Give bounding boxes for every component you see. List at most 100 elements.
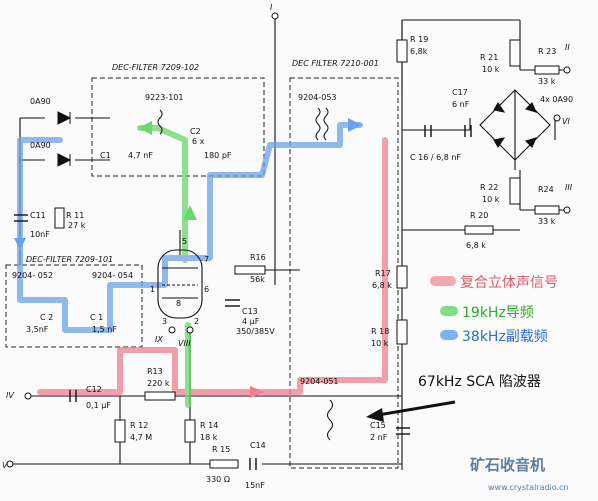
label-pin-1: 1	[150, 285, 155, 294]
label-oa90-bridge: 4x 0A90	[540, 95, 573, 104]
legend: 复合立体声信号 19kHz导频 38kHz副载频	[430, 274, 558, 345]
label-r20-val: 6,8 k	[466, 241, 486, 250]
r19-body	[396, 39, 408, 63]
path-19khz-pilot	[137, 125, 188, 263]
label-r22: R 22	[480, 183, 498, 192]
label-c16-val: C 16 / 6,8 nF	[410, 153, 461, 162]
label-c17: C17	[452, 88, 468, 97]
label-r21: R 21	[480, 53, 498, 62]
legend-label-pilot: 19kHz导频	[462, 305, 534, 321]
r21-body	[509, 39, 521, 67]
label-module-9204-053: 9204-053	[298, 93, 337, 102]
label-r18-val: 10 k	[371, 339, 389, 348]
coil-9204-053	[315, 107, 321, 141]
label-c12: C12	[86, 385, 102, 394]
label-c2: C2	[190, 127, 201, 136]
r15-body	[209, 459, 239, 469]
label-r19: R 19	[410, 35, 428, 44]
r16-body	[234, 265, 266, 275]
label-top-terminal: I	[270, 3, 273, 12]
label-c17-val: 6 nF	[452, 100, 470, 109]
label-c1: C1	[100, 151, 111, 160]
label-c1b: C 1	[90, 313, 103, 322]
sca-pointer-arrow	[366, 400, 456, 422]
terminal-vi-right	[553, 114, 561, 122]
label-module-9204-054: 9204- 054	[92, 271, 133, 280]
r20-body	[464, 225, 494, 235]
label-r14-val: 18 k	[200, 433, 218, 442]
label-dec-filter-102: DEC-FILTER 7209-102	[112, 63, 199, 72]
label-r15: R 15	[212, 445, 230, 454]
watermark: 矿石收音机 www.crystalradio.cn	[470, 456, 569, 492]
label-c2b-val: 3,5nF	[26, 325, 49, 334]
label-c15: C15	[370, 421, 386, 430]
label-c14-val: 15nF	[245, 481, 265, 490]
label-c2b: C 2	[40, 313, 53, 322]
label-r14: R 14	[200, 421, 218, 430]
dec-filter-001-box	[289, 77, 399, 469]
label-pin-8: 8	[176, 299, 181, 308]
label-module-9204-051: 9204-051	[300, 377, 339, 386]
diode-bridge	[479, 89, 551, 161]
signal-arrows	[14, 118, 362, 398]
terminal-ix	[168, 326, 176, 334]
oa90-diode-b	[57, 153, 72, 167]
label-dec-filter-101: DEC-FILTER 7209-101	[26, 255, 113, 264]
label-r13: R13	[147, 367, 163, 376]
label-term-vi-left: V	[2, 461, 8, 470]
label-r11-val: 27 k	[68, 221, 86, 230]
terminal-ii	[563, 66, 571, 74]
label-r13-val: 220 k	[147, 379, 170, 388]
legend-swatch-subcarrier	[440, 330, 458, 340]
label-c13-val2: 350/385V	[236, 327, 275, 336]
label-pin-2: 2	[194, 317, 199, 326]
watermark-url: www.crystalradio.cn	[488, 483, 569, 492]
label-module-9204-052: 9204- 052	[12, 271, 53, 280]
label-r23: R 23	[538, 47, 556, 56]
label-r11: R 11	[66, 211, 84, 220]
legend-label-subcarrier: 38kHz副载频	[462, 329, 548, 345]
label-r17-val: 6,8 k	[372, 281, 392, 290]
watermark-cn: 矿石收音机	[470, 456, 545, 474]
oa90-diode-a	[57, 111, 72, 125]
label-pin-7: 7	[204, 255, 209, 264]
label-r15-val: 330 Ω	[206, 475, 230, 484]
label-r16: R16	[250, 253, 266, 262]
r14-body	[184, 419, 196, 443]
label-c2-val: 6 x	[192, 137, 205, 146]
label-term-iv: IV	[6, 391, 14, 400]
coil-9223	[157, 109, 163, 135]
r24-body	[534, 205, 560, 215]
label-c14: C14	[250, 441, 266, 450]
r12-body	[114, 419, 126, 443]
label-oa90-b: 0A90	[30, 141, 51, 150]
label-r17: R17	[375, 269, 391, 278]
label-c11-val: 10nF	[30, 230, 50, 239]
r17-body	[396, 265, 408, 289]
label-term-ii: II	[565, 43, 570, 52]
label-r24-val: 33 k	[538, 217, 556, 226]
label-r24: R24	[538, 185, 554, 194]
label-r21-val: 10 k	[482, 65, 500, 74]
dec-filter-101-box	[5, 264, 143, 348]
label-r19-val: 6,8k	[410, 47, 428, 56]
label-r22-val: 10 k	[482, 195, 500, 204]
label-term-viii: VIII	[178, 339, 191, 348]
label-r18: R 18	[371, 327, 389, 336]
label-r12: R 12	[130, 421, 148, 430]
r13-body	[144, 391, 176, 401]
label-c15-val: 2 nF	[370, 433, 388, 442]
vacuum-tube	[157, 249, 203, 319]
label-sca-note: 67kHz SCA 陷波器	[418, 374, 541, 390]
terminal-viii	[186, 326, 194, 334]
label-r16-val: 56k	[250, 275, 265, 284]
terminal-iv	[24, 392, 32, 400]
terminal-vi-left	[6, 460, 14, 468]
label-oa90-a: 0A90	[30, 97, 51, 106]
label-c12-val: 0,1 µF	[86, 401, 111, 410]
label-r20: R 20	[470, 211, 488, 220]
legend-label-composite: 复合立体声信号	[460, 274, 558, 291]
coil-9204-051	[327, 399, 333, 441]
